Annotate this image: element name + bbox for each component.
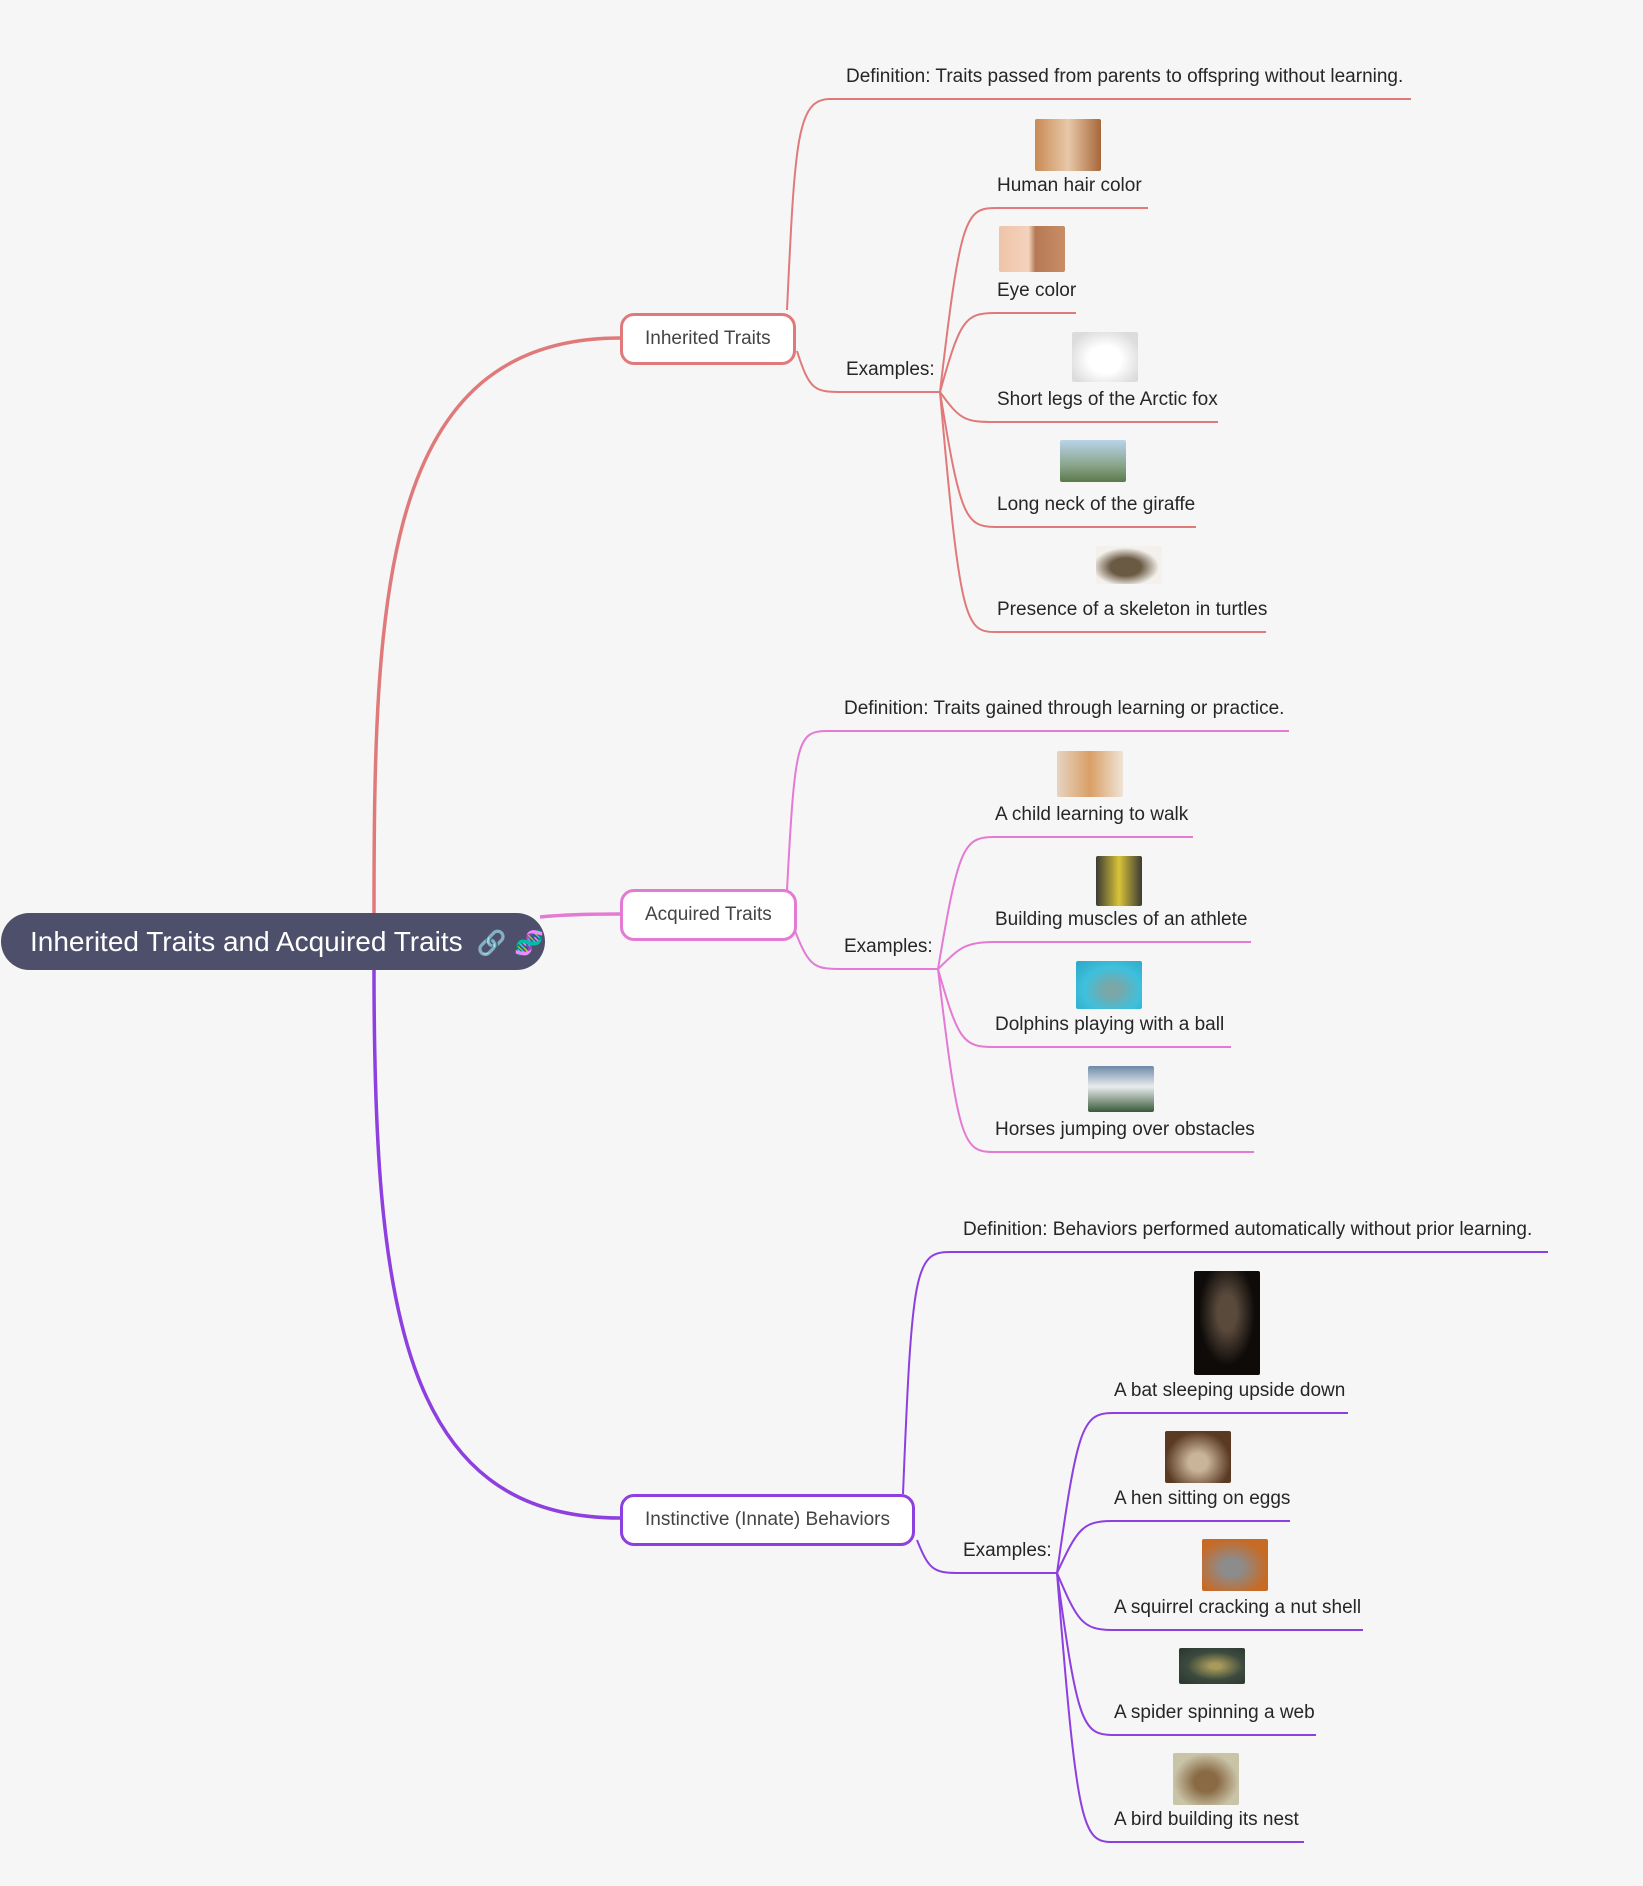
branch-acquired-traits[interactable]: Acquired Traits (620, 889, 797, 941)
example-squirrel[interactable]: A squirrel cracking a nut shell (1114, 1597, 1362, 1618)
connector-inherited-definition (786, 98, 1411, 311)
connector-root-inherited (372, 336, 621, 918)
connector-inherited-examples (796, 350, 940, 393)
example-bird-nest[interactable]: A bird building its nest (1114, 1809, 1299, 1830)
instinctive-examples-label[interactable]: Examples: (963, 1540, 1052, 1561)
connector-inherited-ex5 (939, 391, 1266, 633)
connector-instinctive-ex1 (1056, 1412, 1348, 1574)
branch-label: Inherited Traits (645, 328, 771, 349)
connector-instinctive-ex4 (1056, 1572, 1316, 1736)
connector-root-instinctive (372, 967, 621, 1520)
root-topic[interactable]: Inherited Traits and Acquired Traits 🔗 🧬 (1, 913, 545, 970)
example-bat[interactable]: A bat sleeping upside down (1114, 1380, 1346, 1401)
acquired-examples-label[interactable]: Examples: (844, 936, 933, 957)
giraffe-image (1060, 440, 1126, 482)
connector-acquired-ex1 (937, 836, 1193, 970)
eye-color-image (999, 226, 1065, 272)
example-turtle-skeleton[interactable]: Presence of a skeleton in turtles (997, 599, 1268, 620)
connector-instinctive-definition (902, 1251, 1548, 1495)
hen-eggs-image (1165, 1431, 1231, 1483)
example-spider-web[interactable]: A spider spinning a web (1114, 1702, 1315, 1723)
spider-web-image (1179, 1648, 1245, 1684)
bat-image (1194, 1271, 1260, 1375)
example-horses-jumping[interactable]: Horses jumping over obstacles (995, 1119, 1255, 1140)
instinctive-definition[interactable]: Definition: Behaviors performed automati… (963, 1219, 1533, 1240)
branch-label: Instinctive (Innate) Behaviors (645, 1509, 891, 1530)
branch-instinctive-behaviors[interactable]: Instinctive (Innate) Behaviors (620, 1494, 916, 1546)
bird-nest-image (1173, 1753, 1239, 1805)
link-dna-emoji-icon: 🔗 🧬 (476, 929, 544, 957)
example-giraffe[interactable]: Long neck of the giraffe (997, 494, 1196, 515)
connector-acquired-ex3 (937, 968, 1231, 1048)
branch-label: Acquired Traits (645, 904, 772, 925)
connector-root-acquired (539, 912, 621, 919)
horse-jumping-image (1088, 1066, 1154, 1112)
example-hen-eggs[interactable]: A hen sitting on eggs (1114, 1488, 1291, 1509)
example-athlete-muscles[interactable]: Building muscles of an athlete (995, 909, 1248, 930)
connector-inherited-ex4 (939, 391, 1196, 528)
connector-acquired-definition (786, 730, 1289, 891)
connector-instinctive-ex3 (1056, 1572, 1363, 1631)
connector-instinctive-examples (916, 1539, 1057, 1574)
inherited-definition[interactable]: Definition: Traits passed from parents t… (846, 66, 1404, 87)
example-eye-color[interactable]: Eye color (997, 280, 1077, 301)
example-child-walking[interactable]: A child learning to walk (995, 804, 1189, 825)
arctic-fox-image (1072, 332, 1138, 382)
squirrel-image (1202, 1539, 1268, 1591)
connector-acquired-ex2 (937, 941, 1251, 970)
example-arctic-fox[interactable]: Short legs of the Arctic fox (997, 389, 1218, 410)
connector-acquired-examples (794, 930, 938, 970)
child-walking-image (1057, 751, 1123, 797)
connector-inherited-ex1 (939, 207, 1148, 393)
athlete-muscles-image (1096, 856, 1142, 906)
connector-inherited-ex3 (939, 391, 1218, 423)
example-dolphins-ball[interactable]: Dolphins playing with a ball (995, 1014, 1225, 1035)
inherited-examples-label[interactable]: Examples: (846, 359, 935, 380)
root-title: Inherited Traits and Acquired Traits (30, 926, 463, 957)
acquired-definition[interactable]: Definition: Traits gained through learni… (844, 698, 1285, 719)
example-human-hair-color[interactable]: Human hair color (997, 175, 1142, 196)
connector-inherited-ex2 (939, 312, 1076, 393)
connector-instinctive-ex2 (1056, 1520, 1290, 1574)
hair-color-image (1035, 119, 1101, 171)
connector-acquired-ex4 (937, 968, 1254, 1153)
connector-instinctive-ex5 (1056, 1572, 1304, 1843)
branch-inherited-traits[interactable]: Inherited Traits (620, 313, 796, 365)
turtle-skeleton-image (1096, 546, 1162, 584)
dolphin-ball-image (1076, 961, 1142, 1009)
